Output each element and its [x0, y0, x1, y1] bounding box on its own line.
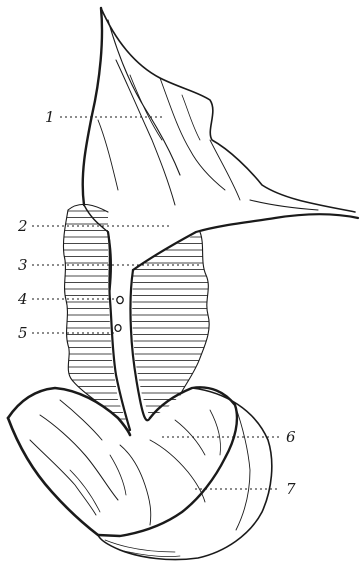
label-7: 7	[286, 480, 296, 498]
hatched-region-right	[130, 225, 215, 425]
lower-mass	[8, 387, 272, 559]
opening-lower	[115, 325, 121, 332]
label-5: 5	[18, 324, 28, 342]
label-2: 2	[17, 217, 28, 235]
opening-upper	[117, 296, 123, 303]
label-1: 1	[45, 108, 55, 126]
hatched-region-left	[55, 195, 135, 435]
label-6: 6	[286, 428, 296, 446]
label-4: 4	[17, 290, 28, 308]
upper-membrane	[83, 8, 358, 290]
label-3: 3	[18, 256, 28, 274]
